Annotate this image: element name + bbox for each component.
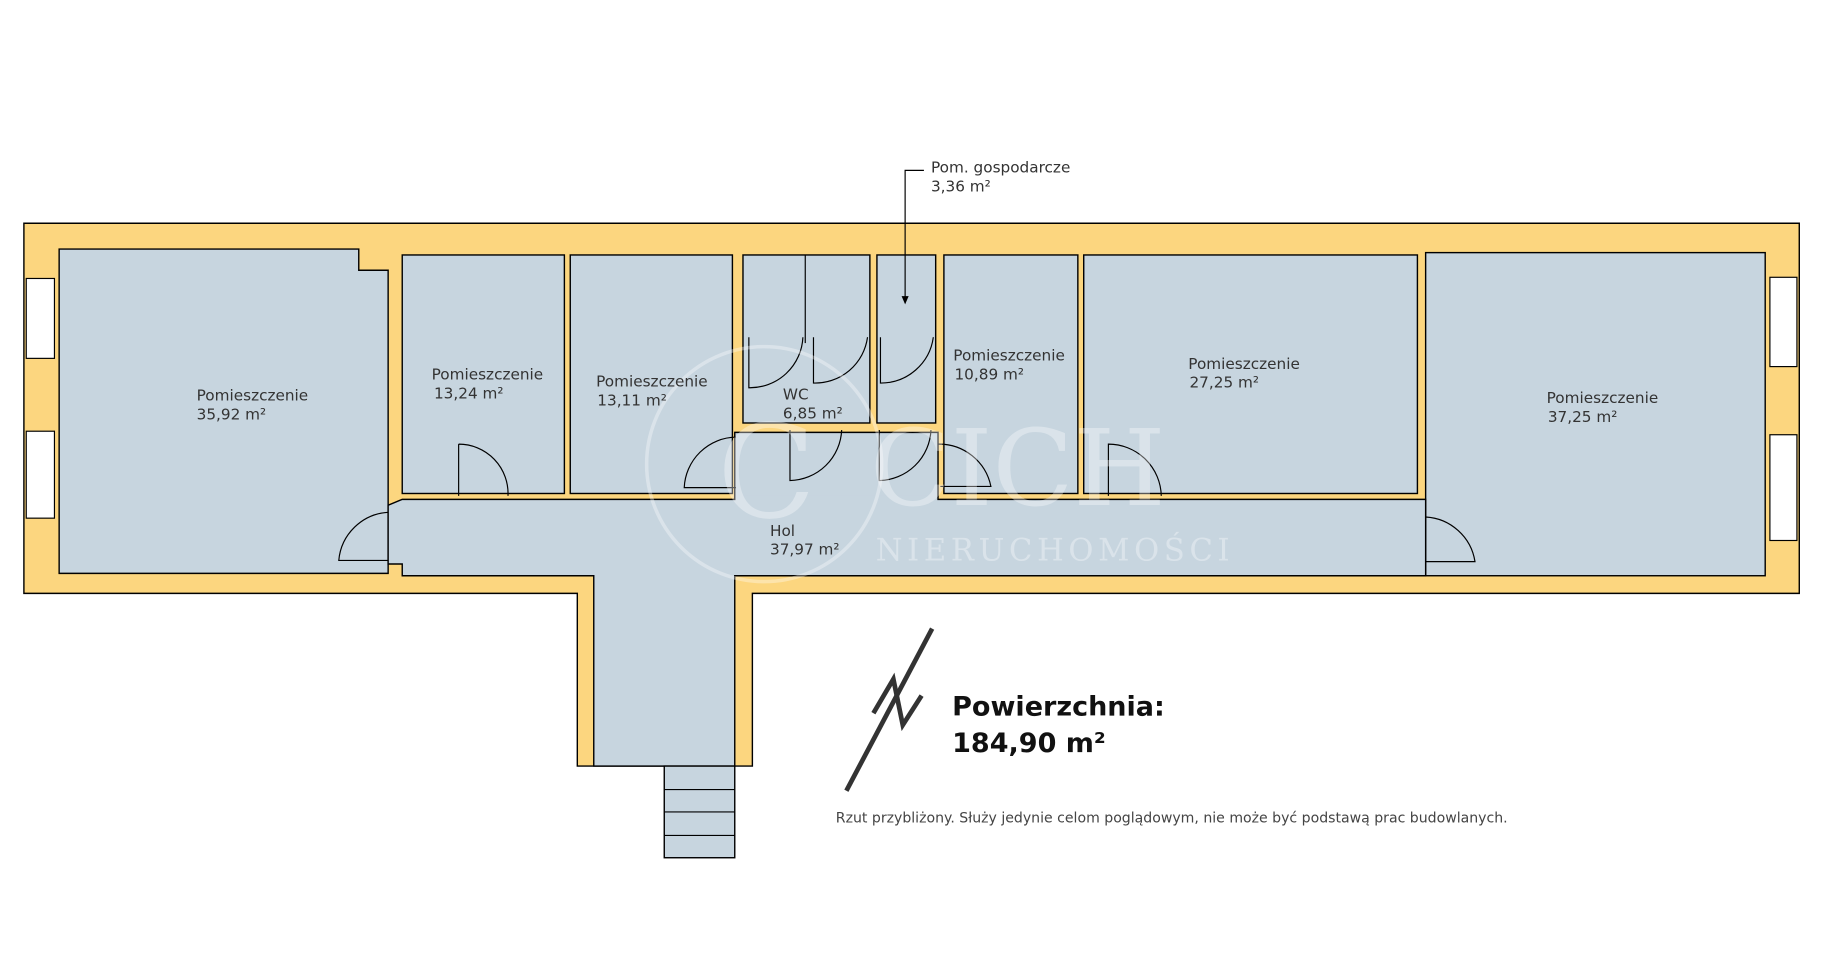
total-area-label: Powierzchnia:	[952, 692, 1165, 723]
window	[25, 277, 56, 359]
watermark: C CICH NIERUCHOMOŚCI	[644, 344, 1235, 584]
room-area: 37,25 m²	[1548, 408, 1618, 426]
room-name: Pomieszczenie	[596, 373, 708, 391]
room-5	[943, 254, 1079, 495]
room-area: 6,85 m²	[783, 404, 843, 422]
room-area: 27,25 m²	[1189, 374, 1259, 392]
room-2	[401, 254, 566, 495]
room-name: WC	[783, 385, 809, 403]
callout-leader	[904, 169, 924, 300]
window	[1769, 276, 1798, 368]
room-area: 13,11 m²	[597, 391, 667, 409]
room-3	[569, 254, 734, 495]
callout-area: 3,36 m²	[931, 178, 991, 196]
window	[25, 430, 56, 519]
room-7	[1424, 251, 1766, 577]
room-area: 10,89 m²	[954, 366, 1024, 384]
svg-text:C: C	[717, 398, 816, 548]
room-storage	[876, 254, 937, 424]
callout-name: Pom. gospodarcze	[931, 159, 1070, 177]
svg-text:CICH: CICH	[870, 407, 1166, 530]
total-area-value: 184,90 m²	[952, 728, 1106, 759]
room-name: Pomieszczenie	[1188, 355, 1300, 373]
room-name: Pomieszczenie	[432, 366, 544, 384]
room-name: Hol	[770, 522, 795, 540]
watermark-text: NIERUCHOMOŚCI	[876, 531, 1235, 568]
room-area: 13,24 m²	[434, 384, 504, 402]
room-name: Pomieszczenie	[953, 347, 1065, 365]
room-wc	[742, 254, 871, 424]
room-name: Pomieszczenie	[1547, 389, 1659, 407]
room-hall	[387, 431, 1427, 767]
room-area: 35,92 m²	[197, 405, 267, 423]
north-arrow-icon	[844, 627, 935, 792]
room-area: 37,97 m²	[770, 541, 840, 559]
room-1	[58, 248, 389, 575]
window	[1769, 434, 1798, 542]
room-name: Pomieszczenie	[197, 387, 309, 405]
disclaimer: Rzut przybliżony. Służy jedynie celom po…	[836, 810, 1508, 826]
door-arcs	[338, 337, 1476, 563]
